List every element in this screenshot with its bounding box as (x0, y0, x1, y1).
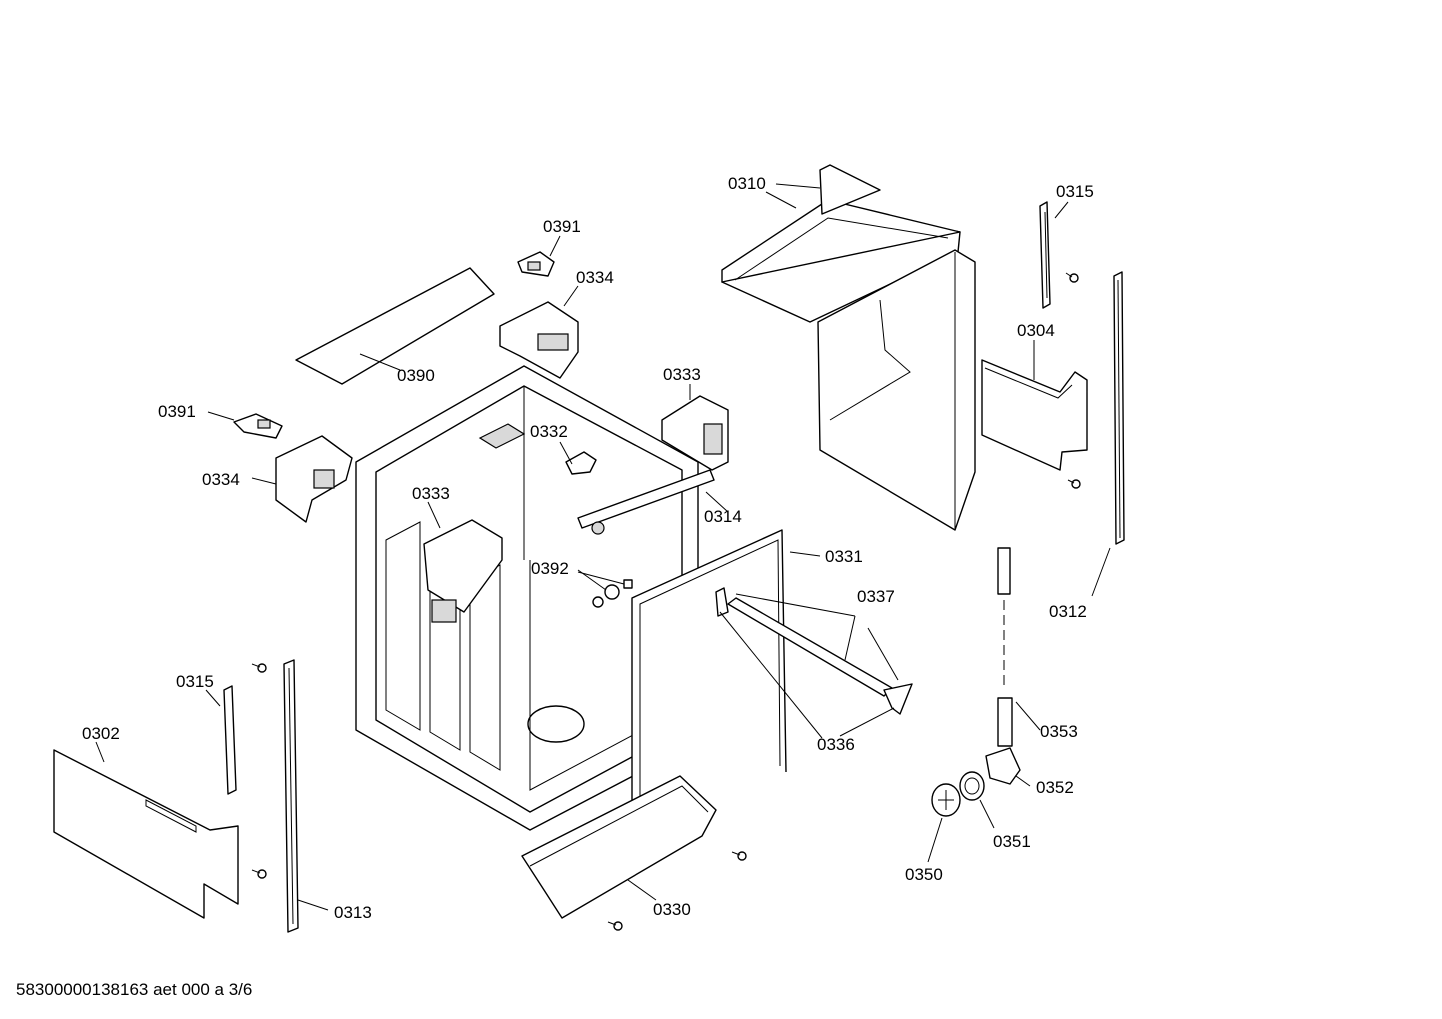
label-0353: 0353 (1040, 722, 1078, 741)
part-0330-plate (521, 775, 717, 919)
part-0314-rail (577, 469, 715, 535)
part-0392-washers (592, 579, 633, 608)
label-0315: 0315 (1056, 182, 1094, 201)
label-0391: 0391 (158, 402, 196, 421)
label-0310: 0310 (728, 174, 766, 193)
part-0333-block-left (423, 519, 503, 623)
part-0315-strip-top (1039, 201, 1051, 309)
part-0302-panel (53, 749, 239, 919)
label-0302: 0302 (82, 724, 120, 743)
label-0313: 0313 (334, 903, 372, 922)
label-0390: 0390 (397, 366, 435, 385)
part-0312-strip (1113, 271, 1125, 545)
part-0334-block-top (499, 301, 579, 379)
main-tub (355, 365, 699, 831)
label-0351: 0351 (993, 832, 1031, 851)
label-0334: 0334 (202, 470, 240, 489)
part-0391-bracket-top (517, 251, 555, 277)
label-0336: 0336 (817, 735, 855, 754)
label-0315: 0315 (176, 672, 214, 691)
label-0334: 0334 (576, 268, 614, 287)
part-0337-spray-arm (715, 587, 913, 715)
label-0352: 0352 (1036, 778, 1074, 797)
screw-icon (1065, 272, 1079, 283)
label-0391: 0391 (543, 217, 581, 236)
label-0392: 0392 (531, 559, 569, 578)
part-0390-plate (295, 267, 495, 385)
label-0332: 0332 (530, 422, 568, 441)
label-0337: 0337 (857, 587, 895, 606)
screw-icon (607, 921, 623, 931)
label-0314: 0314 (704, 507, 742, 526)
screw-icon (251, 869, 267, 879)
label-0330: 0330 (653, 900, 691, 919)
part-0304-bracket (981, 359, 1088, 471)
label-0331: 0331 (825, 547, 863, 566)
label-0350: 0350 (905, 865, 943, 884)
part-0351-nut (959, 771, 985, 801)
part-0315-strip-bottom (223, 685, 237, 795)
leader-lines (95, 183, 1111, 911)
part-0353-hose (997, 547, 1013, 747)
screw-icon (251, 663, 267, 673)
part-0310-cover (721, 164, 976, 531)
part-0332-clip (565, 451, 597, 475)
document-id-footer: 58300000138163 aet 000 a 3/6 (16, 980, 253, 999)
part-0334-block-left (275, 435, 353, 523)
part-labels: 0310 0315 0391 0334 0304 0390 0333 0391 … (82, 174, 1094, 922)
label-0333: 0333 (663, 365, 701, 384)
part-0352-fitting (985, 747, 1021, 785)
part-0391-bracket-left (233, 413, 283, 439)
label-0304: 0304 (1017, 321, 1055, 340)
part-0313-strip (283, 659, 299, 933)
part-0333-block-right (661, 395, 729, 471)
part-0350-cap (931, 783, 961, 817)
label-0333: 0333 (412, 484, 450, 503)
label-0312: 0312 (1049, 602, 1087, 621)
screw-icon (731, 851, 747, 861)
screw-icon (1067, 479, 1081, 489)
